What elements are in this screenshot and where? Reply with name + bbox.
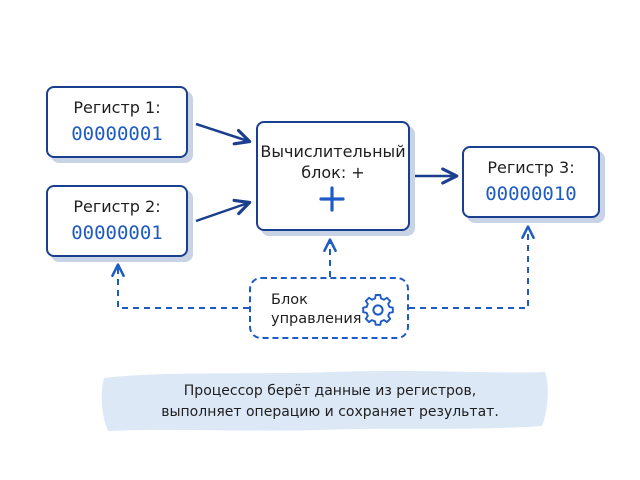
alu-box: Вычислительный блок: + xyxy=(256,121,410,231)
control-unit-label-line1: Блок xyxy=(271,292,308,308)
control-unit-label: Блок управления xyxy=(271,291,362,329)
control-unit-label-line2: управления xyxy=(271,311,362,327)
register-1-value: 00000001 xyxy=(71,123,163,145)
caption-line1: Процессор берёт данные из регистров, xyxy=(183,383,477,399)
register-3-box: Регистр 3: 00000010 xyxy=(462,146,600,218)
gear-icon xyxy=(362,294,394,326)
register-1-label: Регистр 1: xyxy=(73,98,161,117)
register-2-label: Регистр 2: xyxy=(73,197,161,216)
caption: Процессор берёт данные из регистров, вып… xyxy=(130,381,530,423)
plus-icon xyxy=(319,186,345,212)
register-3-value: 00000010 xyxy=(485,183,577,205)
register-2-value: 00000001 xyxy=(71,222,163,244)
control-unit-box: Блок управления xyxy=(249,277,409,339)
alu-label-line1: Вычислительный xyxy=(260,142,406,161)
dashed-cu-to-reg3 xyxy=(409,225,535,309)
register-2-box: Регистр 2: 00000001 xyxy=(46,185,188,257)
dashed-cu-to-reg2 xyxy=(111,263,249,309)
arrow-reg1-to-alu xyxy=(195,122,252,146)
alu-label-line2: блок: + xyxy=(301,163,365,182)
register-1-box: Регистр 1: 00000001 xyxy=(46,86,188,158)
register-3-label: Регистр 3: xyxy=(487,158,575,177)
caption-line2: выполняет операцию и сохраняет результат… xyxy=(161,404,499,420)
arrow-reg2-to-alu xyxy=(195,198,252,223)
